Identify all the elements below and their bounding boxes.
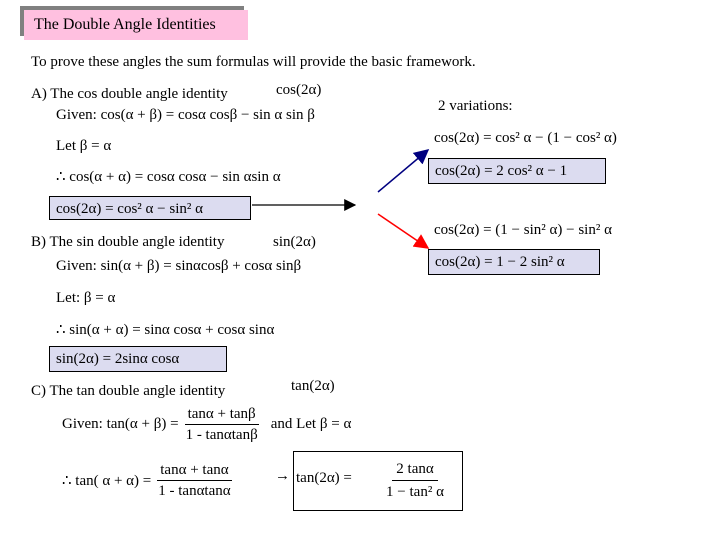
title-banner: The Double Angle Identities	[20, 6, 248, 42]
section-c-given-numerator: tanα + tanβ	[184, 404, 259, 425]
variation-1-result-box: cos(2α) = 2 cos² α − 1	[428, 158, 606, 184]
section-c-given: Given: tan(α + β) = tanα + tanβ 1 - tanα…	[62, 402, 351, 446]
variation-2: cos(2α) = (1 − sin² α) − sin² α	[434, 222, 612, 238]
section-c-given-prefix: Given: tan(α + β) =	[62, 415, 179, 432]
section-c-heading: C) The tan double angle identity	[31, 383, 226, 399]
section-a-given: Given: cos(α + β) = cosα cosβ − sin α si…	[56, 107, 315, 123]
section-c-arrow: →	[275, 468, 290, 484]
section-b-heading: B) The sin double angle identity	[31, 234, 225, 250]
section-c-result-fraction: 2 tanα 1 − tan² α	[370, 458, 460, 503]
section-b-heading-formula: sin(2α)	[273, 234, 316, 250]
section-a-therefore: ∴ cos(α + α) = cosα cosα − sin αsin α	[56, 169, 281, 185]
arrow-to-variation-1	[377, 149, 430, 193]
section-b-therefore: ∴ sin(α + α) = sinα cosα + cosα sinα	[56, 322, 275, 338]
section-a-let: Let β = α	[56, 138, 112, 154]
section-c-result-numerator: 2 tanα	[392, 458, 438, 481]
section-a-result-box: cos(2α) = cos² α − sin² α	[49, 196, 251, 220]
arrow-to-variation-2	[377, 213, 430, 249]
page-title: The Double Angle Identities	[24, 10, 248, 40]
section-a-heading: A) The cos double angle identity	[31, 86, 228, 102]
intro-text: To prove these angles the sum formulas w…	[31, 54, 476, 70]
section-c-given-suffix: and Let β = α	[270, 415, 352, 432]
variation-1: cos(2α) = cos² α − (1 − cos² α)	[434, 130, 617, 146]
section-a-heading-formula: cos(2α)	[276, 82, 322, 98]
section-c-result-denominator: 1 − tan² α	[386, 484, 444, 500]
section-c-therefore-prefix: ∴ tan( α + α) =	[62, 472, 152, 489]
section-c-therefore-numerator: tanα + tanα	[157, 460, 232, 481]
section-b-result-box: sin(2α) = 2sinα cosα	[49, 346, 227, 372]
variation-2-result-box: cos(2α) = 1 − 2 sin² α	[428, 249, 600, 275]
section-c-heading-formula: tan(2α)	[291, 378, 335, 394]
variations-label: 2 variations:	[438, 98, 513, 114]
section-b-given: Given: sin(α + β) = sinαcosβ + cosα sinβ	[56, 258, 302, 274]
section-c-result-prefix: tan(2α) =	[296, 470, 352, 486]
section-c-therefore-fraction: tanα + tanα 1 - tanαtanα	[155, 460, 233, 501]
section-c-given-fraction: tanα + tanβ 1 - tanαtanβ	[183, 404, 261, 445]
section-c-result-box: tan(2α) = 2 tanα 1 − tan² α	[293, 451, 463, 511]
section-b-let: Let: β = α	[56, 290, 116, 306]
section-c-given-denominator: 1 - tanαtanβ	[185, 426, 258, 443]
section-c-therefore-denominator: 1 - tanαtanα	[158, 482, 231, 499]
section-c-therefore: ∴ tan( α + α) = tanα + tanα 1 - tanαtanα	[62, 458, 234, 502]
